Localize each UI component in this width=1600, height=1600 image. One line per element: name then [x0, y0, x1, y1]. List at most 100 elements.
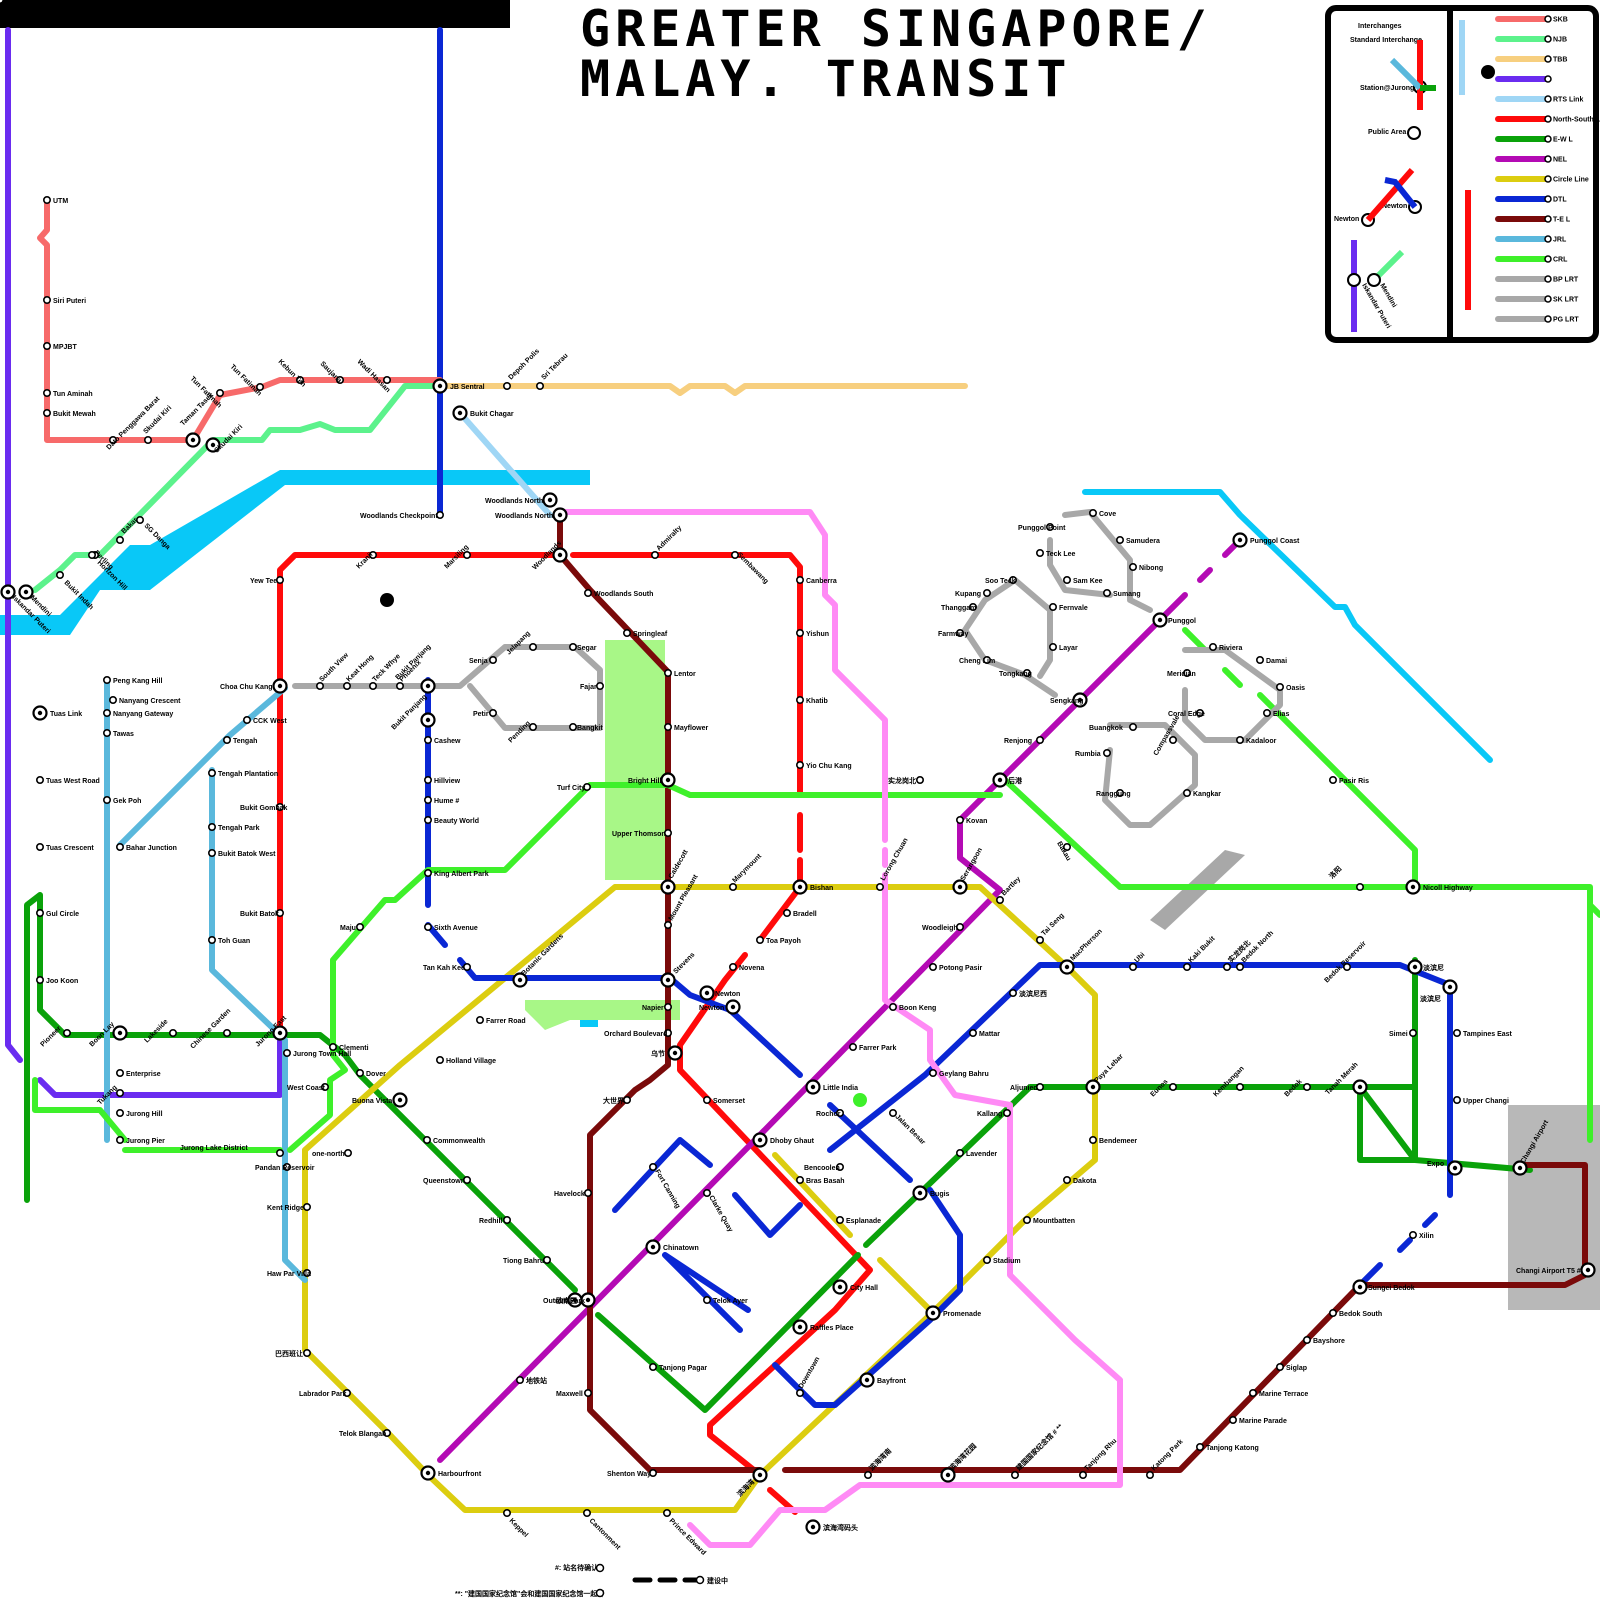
- station-label: Promenade: [943, 1311, 981, 1318]
- station-label: Kembangan: [1212, 1065, 1245, 1098]
- station-label: Teck Lee: [1046, 551, 1076, 558]
- station-label: Damai: [1266, 658, 1287, 665]
- interchange-dot: [1091, 1085, 1095, 1089]
- station-label: Choa Chu Kang: [220, 684, 273, 691]
- line-tbb: [440, 386, 965, 393]
- interchange-dot: [548, 498, 552, 502]
- interchange-dot: [211, 443, 215, 447]
- station-label: Boon Keng: [899, 1005, 936, 1012]
- station-label: Pandan Reservoir: [255, 1165, 315, 1172]
- station-label: Bukit Mewah: [53, 411, 96, 418]
- station-label: Cheng Lim: [959, 658, 995, 665]
- station-label: Upper Changi: [1463, 1098, 1509, 1105]
- legend-line-name: SK LRT: [1553, 297, 1579, 304]
- interchange-dot: [838, 1285, 842, 1289]
- station-label: Tanjong Pagar: [659, 1365, 707, 1372]
- station-label: Orchard Boulevard: [604, 1031, 667, 1038]
- interchange-dot: [558, 513, 562, 517]
- legend-line-name: T-E L: [1553, 217, 1571, 224]
- station-marker: [57, 572, 63, 578]
- station-label: Simei: [1389, 1031, 1408, 1038]
- station-marker: [1250, 1390, 1256, 1396]
- legend-station-dot: [1545, 36, 1551, 42]
- station-marker: [1050, 604, 1056, 610]
- station-label: Woodlands North: [495, 513, 553, 520]
- station-label: Bukit Chagar: [470, 411, 514, 418]
- station-label: Riviera: [1219, 645, 1242, 652]
- interchange-dot: [518, 978, 522, 982]
- station-label: Queenstown: [423, 1178, 465, 1185]
- station-label: Maxwell: [556, 1391, 583, 1398]
- legend-line-name: PG LRT: [1553, 317, 1579, 324]
- station-label: Labrador Park: [299, 1391, 347, 1398]
- station-marker: [110, 697, 116, 703]
- station-label: Bukit Batok West: [218, 851, 276, 858]
- station-label: Meridian: [1167, 671, 1196, 678]
- interchange-dot: [918, 1191, 922, 1195]
- station-label: Expo: [1427, 1161, 1444, 1168]
- interchange-dot: [666, 978, 670, 982]
- station-label: Caldecott: [668, 848, 690, 880]
- station-label: Upper Thomson: [612, 831, 666, 838]
- station-label: 淡滨尼: [1423, 963, 1444, 972]
- station-marker: [1037, 737, 1043, 743]
- station-label: Kallang: [977, 1111, 1002, 1118]
- station-marker: [104, 677, 110, 683]
- station-marker: [37, 844, 43, 850]
- station-label: West Coast: [287, 1085, 326, 1092]
- station-label: Pioneer: [39, 1025, 62, 1048]
- station-label: Bukit Gombak: [240, 805, 288, 812]
- station-marker: [1130, 964, 1136, 970]
- interchange-dot: [458, 411, 462, 415]
- station-marker: [504, 1217, 510, 1223]
- station-label: City Hall: [850, 1285, 878, 1292]
- station-label: 淡滨尼西: [1019, 989, 1047, 998]
- station-marker: [797, 1177, 803, 1183]
- station-marker: [104, 710, 110, 716]
- station-label: Punggol: [1168, 618, 1196, 625]
- station-label: Chinatown: [663, 1245, 699, 1252]
- station-marker: [665, 670, 671, 676]
- station-label: Lakeside: [143, 1018, 169, 1044]
- station-marker: [757, 937, 763, 943]
- station-label: Nibong: [1139, 565, 1163, 572]
- interchange-dot: [118, 1031, 122, 1035]
- legend-line-name: CRL: [1553, 257, 1568, 264]
- station-marker: [44, 197, 50, 203]
- station-marker: [1184, 790, 1190, 796]
- station-label: Tawas: [113, 731, 134, 738]
- station-marker: [145, 437, 151, 443]
- station-label: Geylang Bahru: [939, 1071, 989, 1078]
- station-label: Springleaf: [633, 631, 668, 638]
- station-label: Bishan: [810, 885, 833, 892]
- station-label: Haw Par Villa: [267, 1271, 311, 1278]
- legend-line-name: E-W L: [1553, 137, 1574, 144]
- station-marker: [850, 1044, 856, 1050]
- station-marker: [1037, 550, 1043, 556]
- station-label: Cashew: [434, 738, 461, 745]
- station-marker: [117, 1070, 123, 1076]
- station-marker: [37, 910, 43, 916]
- station-marker: [425, 737, 431, 743]
- station-label: Jurong Lake District: [180, 1145, 248, 1152]
- station-marker: [730, 884, 736, 890]
- legend-station-dot: [1545, 136, 1551, 142]
- station-marker: [890, 1004, 896, 1010]
- station-label: Kent Ridge: [267, 1205, 304, 1212]
- station-label: Botanic Gardens: [520, 933, 565, 978]
- interchange-dot: [24, 590, 28, 594]
- station-label: Elias: [1273, 711, 1289, 718]
- interchange-dot: [946, 1473, 950, 1477]
- station-label: Lentor: [674, 671, 696, 678]
- interchange-dot: [1358, 1085, 1362, 1089]
- station-label: Stevens: [672, 951, 696, 975]
- interchange-dot: [1411, 885, 1415, 889]
- station-label: Tai Seng: [1040, 912, 1065, 937]
- station-label: Tongkang: [999, 671, 1032, 678]
- note-3: 建设中: [707, 1576, 728, 1585]
- station-label: Oasis: [1286, 685, 1305, 692]
- station-label: Farrer Road: [486, 1018, 526, 1025]
- station-marker: [537, 383, 543, 389]
- station-marker: [209, 937, 215, 943]
